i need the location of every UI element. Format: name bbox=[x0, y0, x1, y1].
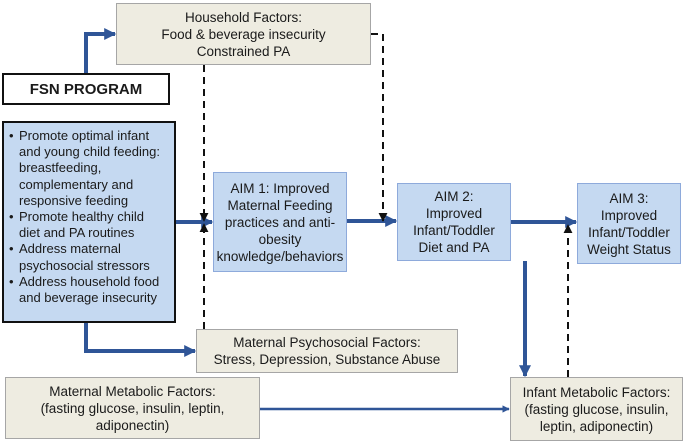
arrow-program-to-psychosocial bbox=[84, 323, 197, 357]
aim1-line: knowledge/behaviors bbox=[216, 248, 344, 264]
aim1-line: practices and anti- bbox=[224, 214, 336, 230]
maternal-psychosocial-box: Maternal Psychosocial Factors: Stress, D… bbox=[196, 329, 458, 373]
aim2-line: Improved bbox=[425, 206, 483, 221]
infant-metabolic-box: Infant Metabolic Factors: (fasting gluco… bbox=[510, 377, 683, 441]
bullet-text-line: and beverage insecurity bbox=[19, 290, 158, 306]
bullet-text-line: Address maternal bbox=[19, 241, 121, 257]
aim1-line: Maternal Feeding bbox=[227, 197, 333, 213]
program-bullet-insecurity: • Address household food and beverage in… bbox=[9, 274, 159, 306]
bullet-glyph: • bbox=[9, 209, 14, 225]
household-title: Household Factors: bbox=[184, 9, 303, 25]
infant-metabolic-line: leptin, adiponectin) bbox=[539, 418, 654, 434]
maternal-metabolic-line: adiponectin) bbox=[95, 417, 170, 433]
psychosocial-title: Maternal Psychosocial Factors: bbox=[233, 335, 421, 350]
infant-metabolic-title: Infant Metabolic Factors: bbox=[522, 384, 671, 400]
bullet-glyph: • bbox=[9, 241, 14, 257]
bullet-text-line: responsive feeding bbox=[19, 192, 129, 208]
aim3-line: Infant/Toddler bbox=[588, 224, 670, 240]
bullet-text-line: Promote healthy child bbox=[19, 209, 145, 225]
fsn-program-label: FSN PROGRAM bbox=[29, 80, 143, 98]
psychosocial-line: Stress, Depression, Substance Abuse bbox=[213, 352, 441, 367]
maternal-metabolic-box: Maternal Metabolic Factors: (fasting glu… bbox=[5, 377, 260, 439]
bullet-text-line: complementary and bbox=[19, 176, 134, 192]
aim2-line: AIM 2: bbox=[434, 189, 474, 204]
arrow-program-to-household bbox=[84, 28, 117, 73]
bullet-text-line: psychosocial stressors bbox=[19, 257, 150, 273]
infant-metabolic-line: (fasting glucose, insulin, bbox=[524, 401, 669, 417]
aim3-line: Improved bbox=[600, 207, 658, 223]
aim1-line: obesity bbox=[258, 231, 302, 247]
bullet-text-line: Promote optimal infant bbox=[19, 128, 150, 143]
maternal-metabolic-line: (fasting glucose, insulin, leptin, bbox=[40, 400, 225, 416]
aim2-line: Infant/Toddler bbox=[413, 223, 495, 238]
household-line-food: Food & beverage insecurity bbox=[161, 26, 326, 42]
bullet-text-line: Address household food bbox=[19, 273, 160, 289]
fsn-program-box: FSN PROGRAM bbox=[2, 73, 170, 105]
bullet-glyph: • bbox=[9, 128, 14, 143]
aim2-box: AIM 2: Improved Infant/Toddler Diet and … bbox=[397, 183, 511, 261]
aim2-line: Diet and PA bbox=[418, 240, 490, 255]
maternal-metabolic-title: Maternal Metabolic Factors: bbox=[49, 383, 216, 399]
bullet-text-line: breastfeeding, bbox=[19, 160, 102, 176]
aim3-box: AIM 3: Improved Infant/Toddler Weight St… bbox=[577, 183, 681, 264]
household-line-pa: Constrained PA bbox=[196, 43, 291, 59]
program-bullet-feeding: • Promote optimal infant and young child… bbox=[9, 128, 160, 209]
aim3-line: AIM 3: bbox=[609, 190, 649, 206]
program-components-box: • Promote optimal infant and young child… bbox=[2, 121, 176, 323]
aim1-line: AIM 1: Improved bbox=[230, 180, 330, 196]
program-bullet-diet: • Promote healthy child diet and PA rout… bbox=[9, 209, 144, 241]
dashed-arrow-household-to-aim2 bbox=[371, 33, 388, 222]
bullet-text-line: diet and PA routines bbox=[19, 225, 135, 241]
household-factors-box: Household Factors: Food & beverage insec… bbox=[116, 3, 371, 65]
bullet-glyph: • bbox=[9, 273, 14, 289]
bullet-text-line: and young child feeding: bbox=[19, 144, 160, 160]
program-bullet-stressors: • Address maternal psychosocial stressor… bbox=[9, 241, 150, 273]
aim3-line: Weight Status bbox=[587, 241, 671, 257]
aim1-box: AIM 1: Improved Maternal Feeding practic… bbox=[213, 172, 347, 272]
